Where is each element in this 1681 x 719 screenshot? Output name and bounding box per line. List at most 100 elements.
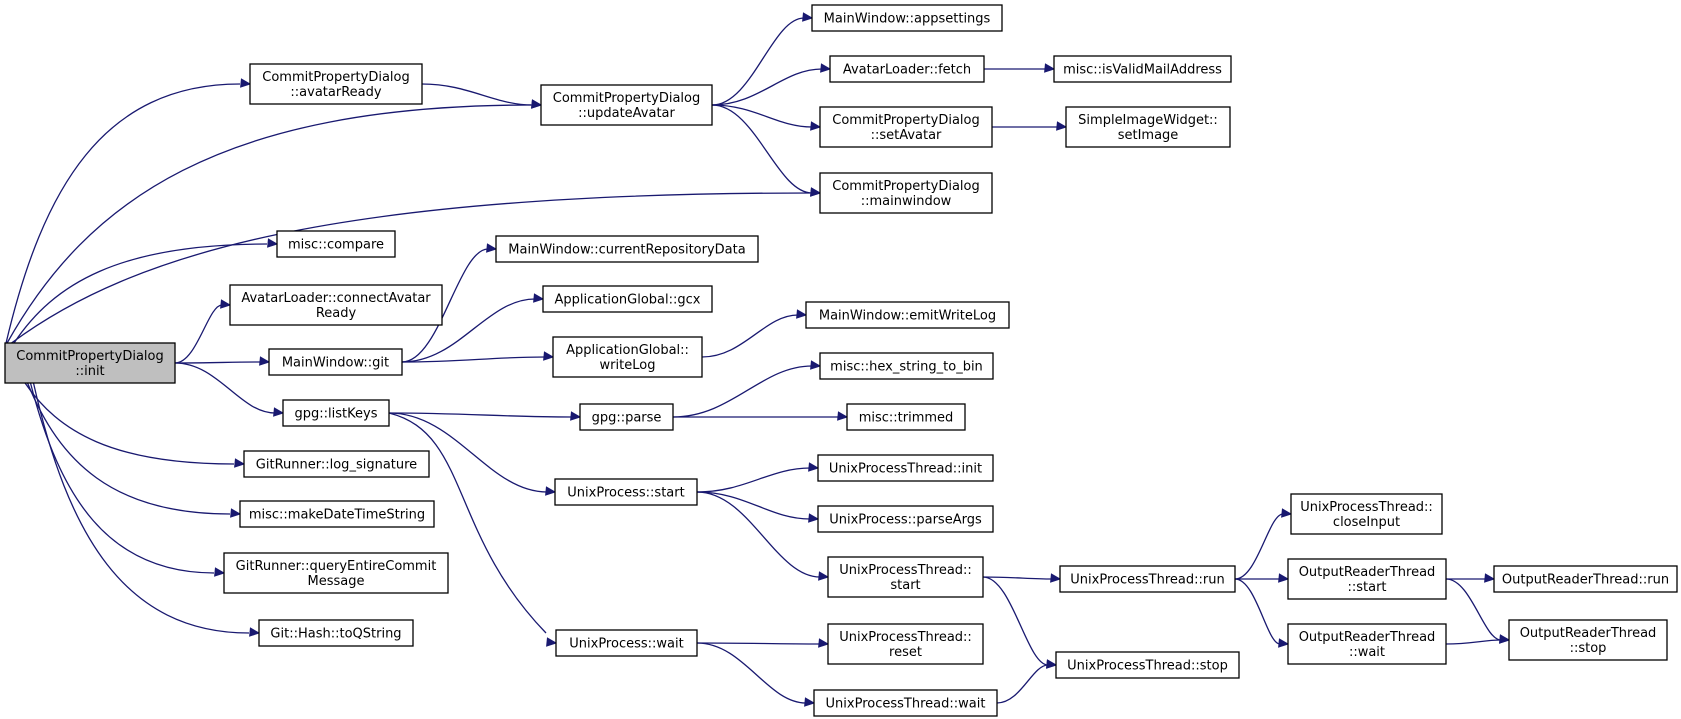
edge-line xyxy=(26,382,231,515)
node-init[interactable]: CommitPropertyDialog::init xyxy=(4,342,176,384)
node-label: MainWindow::git xyxy=(282,356,389,371)
arrowhead xyxy=(533,293,545,303)
node-ort-start[interactable]: OutputReaderThread::start xyxy=(1287,558,1447,600)
edge xyxy=(696,462,820,493)
node-label: UnixProcess::start xyxy=(567,486,684,501)
node-trimmed[interactable]: misc::trimmed xyxy=(846,403,966,431)
node-box xyxy=(827,623,984,665)
edge-line xyxy=(1234,513,1284,580)
edge xyxy=(13,238,279,344)
edge xyxy=(401,243,498,363)
edge xyxy=(992,121,1068,131)
arrowhead xyxy=(810,121,822,131)
arrowhead xyxy=(810,187,822,197)
node-log-signature[interactable]: GitRunner::log_signature xyxy=(243,450,430,478)
node-currentrepositorydata[interactable]: MainWindow::currentRepositoryData xyxy=(495,235,759,263)
edge xyxy=(401,351,555,363)
node-box xyxy=(243,450,430,478)
arrowhead xyxy=(796,309,808,319)
node-box xyxy=(819,106,993,148)
edge-line xyxy=(711,104,813,194)
arrowhead xyxy=(220,299,232,309)
node-label: start xyxy=(890,578,920,593)
arrowhead xyxy=(1278,573,1290,583)
edge xyxy=(672,360,822,418)
arrowhead xyxy=(1044,63,1056,73)
node-fetch[interactable]: AvatarLoader::fetch xyxy=(829,55,985,83)
node-upt-reset[interactable]: UnixProcessThread::reset xyxy=(827,623,984,665)
node-upt-init[interactable]: UnixProcessThread::init xyxy=(817,454,994,482)
edge-line xyxy=(982,576,1053,580)
node-writelog[interactable]: ApplicationGlobal::writeLog xyxy=(552,336,703,378)
node-label: Git::Hash::toQString xyxy=(270,627,401,642)
edge xyxy=(696,638,830,648)
node-gcx[interactable]: ApplicationGlobal::gcx xyxy=(542,285,713,313)
node-label: UnixProcessThread::init xyxy=(829,462,982,477)
node-box xyxy=(268,348,403,376)
arrowhead xyxy=(545,486,557,496)
node-appsettings[interactable]: MainWindow::appsettings xyxy=(811,4,1003,32)
node-label: UnixProcess::parseArgs xyxy=(829,513,982,528)
edge xyxy=(388,412,557,496)
node-upt-wait[interactable]: UnixProcessThread::wait xyxy=(813,689,998,717)
arrowhead xyxy=(804,697,816,707)
node-listkeys[interactable]: gpg::listKeys xyxy=(282,399,390,427)
node-setavatar[interactable]: CommitPropertyDialog::setAvatar xyxy=(819,106,993,148)
edge xyxy=(174,362,285,417)
arrowhead xyxy=(259,356,271,366)
node-avatarready[interactable]: CommitPropertyDialog::avatarReady xyxy=(249,63,423,105)
node-label: CommitPropertyDialog xyxy=(16,349,163,364)
node-toqstring[interactable]: Git::Hash::toQString xyxy=(258,619,414,647)
node-parseargs[interactable]: UnixProcess::parseArgs xyxy=(817,505,994,533)
node-parse[interactable]: gpg::parse xyxy=(579,403,674,431)
edge-line xyxy=(388,412,547,634)
node-box xyxy=(1508,619,1668,661)
node-compare[interactable]: misc::compare xyxy=(276,230,396,258)
node-box xyxy=(495,235,759,263)
node-up-start[interactable]: UnixProcess::start xyxy=(554,478,698,506)
node-makedatetimestring[interactable]: misc::makeDateTimeString xyxy=(239,500,435,528)
edge-line xyxy=(401,356,546,363)
edge xyxy=(982,576,1058,669)
arrowhead xyxy=(1281,508,1293,518)
node-hex-string-to-bin[interactable]: misc::hex_string_to_bin xyxy=(819,352,994,380)
edge xyxy=(1445,634,1511,645)
node-label: SimpleImageWidget:: xyxy=(1078,113,1218,128)
node-upt-start[interactable]: UnixProcessThread::start xyxy=(827,556,984,598)
node-up-wait[interactable]: UnixProcess::wait xyxy=(555,629,698,657)
edge-line xyxy=(174,361,262,364)
arrowhead xyxy=(230,508,242,518)
node-upt-run[interactable]: UnixProcessThread::run xyxy=(1059,565,1236,593)
node-label: ::wait xyxy=(1349,645,1385,660)
node-emitwritelog[interactable]: MainWindow::emitWriteLog xyxy=(805,301,1010,329)
node-label: AvatarLoader::connectAvatar xyxy=(241,291,431,306)
edges xyxy=(5,12,1511,707)
node-updateavatar[interactable]: CommitPropertyDialog::updateAvatar xyxy=(540,84,713,126)
node-box xyxy=(258,619,414,647)
node-isvalidmailaddress[interactable]: misc::isValidMailAddress xyxy=(1053,55,1232,83)
node-label: UnixProcessThread::run xyxy=(1070,573,1224,588)
edge-line xyxy=(696,642,807,704)
arrowhead xyxy=(273,407,285,417)
node-label: setImage xyxy=(1118,128,1179,143)
edge xyxy=(701,309,808,358)
node-box xyxy=(1493,565,1678,593)
node-upt-stop[interactable]: UnixProcessThread::stop xyxy=(1055,651,1240,679)
node-box xyxy=(819,352,994,380)
node-git[interactable]: MainWindow::git xyxy=(268,348,403,376)
edge-line xyxy=(6,104,532,344)
edge-line xyxy=(32,382,250,634)
node-setimage[interactable]: SimpleImageWidget::setImage xyxy=(1065,106,1231,148)
node-ort-wait[interactable]: OutputReaderThread::wait xyxy=(1287,623,1447,665)
node-ort-stop[interactable]: OutputReaderThread::stop xyxy=(1508,619,1668,661)
node-box xyxy=(282,399,390,427)
edge-line xyxy=(5,83,241,344)
node-box xyxy=(829,55,985,83)
node-ort-run[interactable]: OutputReaderThread::run xyxy=(1493,565,1678,593)
node-box xyxy=(554,478,698,506)
node-mainwindow[interactable]: CommitPropertyDialog::mainwindow xyxy=(819,172,993,214)
arrowhead xyxy=(267,238,279,248)
node-closeinput[interactable]: UnixProcessThread::closeInput xyxy=(1290,493,1443,535)
